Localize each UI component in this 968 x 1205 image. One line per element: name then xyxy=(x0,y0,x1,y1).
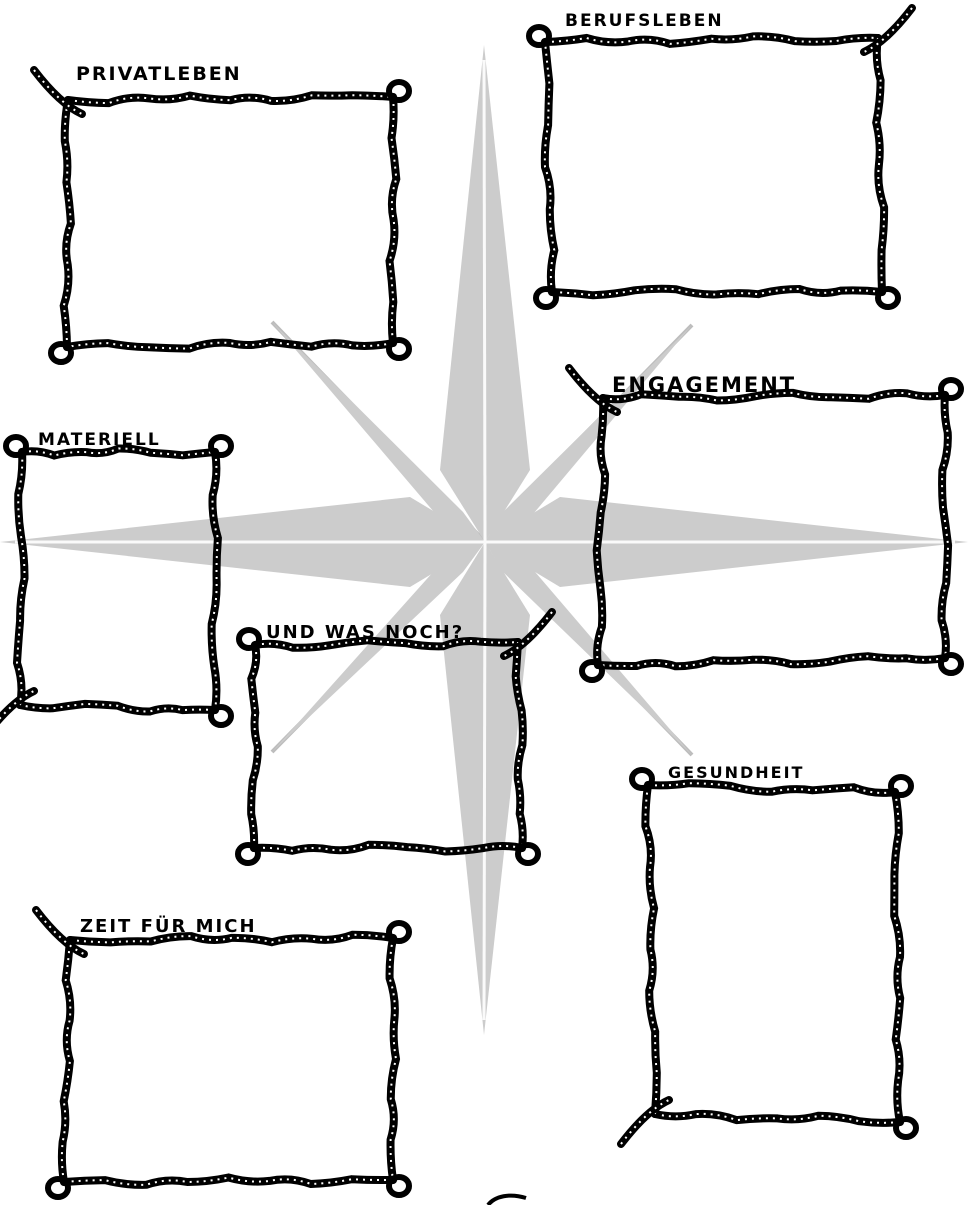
compass-rose-icon xyxy=(0,45,968,1205)
rope-edge xyxy=(876,38,884,292)
box-label-materiell: MATERIELL xyxy=(38,430,161,450)
rope-frame-materiell xyxy=(0,437,231,735)
bottom-curl-mark xyxy=(488,1196,526,1205)
rope-edge xyxy=(67,342,393,349)
rope-loop xyxy=(582,662,602,680)
rope-loop xyxy=(529,27,549,45)
rope-crossing xyxy=(36,910,84,954)
box-label-gesundheit: GESUNDHEIT xyxy=(668,763,804,782)
rope-edge xyxy=(545,42,554,292)
rope-edge xyxy=(68,95,393,103)
rope-loop xyxy=(536,289,556,307)
rope-loop xyxy=(891,777,911,795)
rope-edge xyxy=(251,645,258,848)
rope-loop xyxy=(878,289,898,307)
box-label-und-was-noch: UND WAS NOCH? xyxy=(266,622,464,643)
box-label-privatleben: PRIVATLEBEN xyxy=(76,63,242,85)
box-privatleben: PRIVATLEBEN xyxy=(34,63,409,362)
rope-edge xyxy=(598,656,945,666)
rope-loop xyxy=(389,923,409,941)
rope-crossing xyxy=(621,1100,669,1144)
rope-edge xyxy=(17,452,25,705)
rope-crossing xyxy=(864,8,912,52)
rope-loop xyxy=(211,707,231,725)
rope-frame-berufsleben xyxy=(529,8,912,307)
rope-frame-zeit-fuer-mich xyxy=(36,910,409,1197)
rope-loop xyxy=(389,82,409,100)
rope-loop xyxy=(389,1177,409,1195)
rope-loop xyxy=(518,845,538,863)
box-materiell: MATERIELL xyxy=(0,430,231,735)
rope-frame-gesundheit xyxy=(621,770,916,1144)
box-label-zeit-fuer-mich: ZEIT FÜR MICH xyxy=(80,915,257,937)
box-label-berufsleben: BERUFSLEBEN xyxy=(565,11,724,31)
box-label-engagement: ENGAGEMENT xyxy=(612,373,796,397)
box-gesundheit: GESUNDHEIT xyxy=(621,763,916,1144)
rope-loop xyxy=(6,437,26,455)
rope-loop xyxy=(48,1179,68,1197)
rope-crossing xyxy=(569,368,617,412)
rope-loop xyxy=(211,437,231,455)
rope-frame-privatleben xyxy=(34,70,409,362)
rope-loop xyxy=(239,630,259,648)
rope-edge xyxy=(212,452,218,710)
rope-loop xyxy=(238,845,258,863)
rope-crossing xyxy=(34,70,82,114)
rope-loop xyxy=(632,770,652,788)
rope-loop xyxy=(941,655,961,673)
box-berufsleben: BERUFSLEBEN xyxy=(529,8,912,307)
rope-loop xyxy=(51,344,71,362)
rope-loop xyxy=(896,1119,916,1137)
rope-loop xyxy=(941,380,961,398)
box-zeit-fuer-mich: ZEIT FÜR MICH xyxy=(36,910,409,1197)
rope-loop xyxy=(389,340,409,358)
